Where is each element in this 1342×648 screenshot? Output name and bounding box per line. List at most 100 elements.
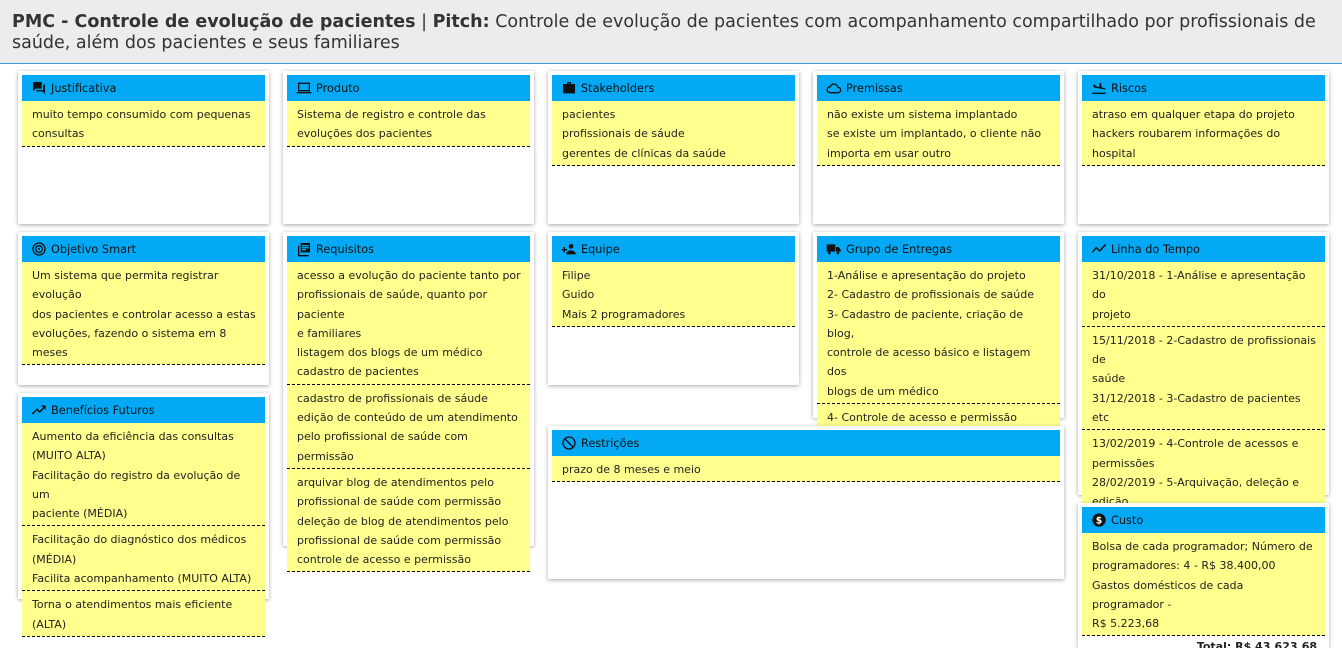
- target-icon: [30, 241, 47, 258]
- beneficios-title-label: Benefícios Futuros: [51, 403, 155, 417]
- note-line: se existe um implantado, o cliente não: [827, 127, 1042, 141]
- justificativa-title-label: Justificativa: [51, 81, 117, 95]
- riscos-title-bar: Riscos: [1082, 75, 1325, 101]
- pitch-label: Pitch:: [432, 12, 490, 32]
- note-line: Um sistema que permita registrar evoluçã…: [32, 269, 219, 302]
- cloud-icon: [825, 80, 842, 97]
- note-line: Mais 2 programadores: [562, 307, 686, 321]
- entregas-title-label: Grupo de Entregas: [846, 242, 952, 256]
- truck-icon: [825, 241, 842, 258]
- note-line: muito tempo consumido com pequenas: [32, 108, 251, 121]
- note-line: controle de acesso e permissão: [297, 553, 471, 567]
- note-line: Facilita acompanhamento (MUITO ALTA): [32, 572, 252, 586]
- requisitos-title-label: Requisitos: [316, 242, 375, 256]
- note-line: evoluções dos pacientes: [297, 127, 433, 141]
- riscos-title-label: Riscos: [1111, 81, 1147, 95]
- note-line: profissionais de sáude: [562, 127, 685, 141]
- timeline-icon: [1090, 241, 1107, 258]
- sticky-note[interactable]: pacientes profissionais de sáude gerentes …: [552, 101, 795, 166]
- note-line: 31/12/2018 - 3-Cadastro de pacientes etc: [1092, 391, 1301, 425]
- note-line: Gastos domésticos de cada programador -: [1092, 578, 1244, 611]
- note-line: atraso em qualquer etapa do projeto: [1092, 108, 1295, 121]
- note-line: 31/10/2018 - 1-Análise e apresentação do: [1092, 269, 1306, 302]
- note-line: cadastro de profissionais de sáude: [297, 391, 488, 405]
- note-line: programadores: 4 - R$ 38.400,00: [1092, 559, 1276, 573]
- project-title: PMC - Controle de evolução de pacientes: [12, 12, 416, 32]
- card-restricoes: Restrições prazo de 8 meses e meio: [548, 426, 1064, 579]
- svg-text:$: $: [1095, 515, 1102, 526]
- note-line: (MUITO ALTA): [32, 449, 106, 463]
- justificativa-title-bar: Justificativa: [22, 75, 265, 101]
- card-grupo-entregas: Grupo de Entregas 1-Análise e apresentaçã…: [813, 232, 1064, 469]
- sticky-note[interactable]: Facilitação do diagnóstico dos médicos(M…: [22, 526, 265, 592]
- sticky-note[interactable]: atraso em qualquer etapa do projeto hacke…: [1082, 101, 1325, 166]
- restricoes-title-label: Restrições: [581, 436, 640, 450]
- block-icon: [560, 435, 577, 452]
- cost-total: Total: R$ 43.623,68: [1196, 640, 1317, 648]
- sticky-note[interactable]: muito tempo consumido com pequenas consul…: [22, 101, 265, 147]
- note-line: pacientes: [562, 108, 616, 121]
- note-line: 15/11/2018 - 2-Cadastro de profissionais…: [1092, 333, 1316, 367]
- note-line: 13/02/2019 - 4-Controle de acessos e: [1092, 437, 1299, 451]
- note-line: permissões: [1092, 456, 1155, 470]
- note-line: deleção de blog de atendimentos pelo: [297, 514, 509, 528]
- note-line: R$ 5.223,68: [1092, 617, 1160, 631]
- card-linha-tempo: Linha do Tempo 31/10/2018 - 1-Análise e a…: [1078, 232, 1329, 573]
- note-line: consultas: [32, 127, 85, 141]
- note-line: listagem dos blogs de um médico: [297, 346, 483, 360]
- premissas-title-label: Premissas: [846, 81, 903, 95]
- stakeholders-title-bar: Stakeholders: [552, 75, 795, 101]
- restricoes-title-bar: Restrições: [552, 430, 1060, 456]
- airplane-landing-icon: [1090, 80, 1107, 97]
- sticky-note[interactable]: Aumento da eficiência das consultas(MUIT…: [22, 423, 265, 527]
- note-line: acesso a evolução do paciente tanto por: [297, 269, 521, 282]
- note-line: Facilitação do registro da evolução de u…: [32, 468, 241, 501]
- note-line: Bolsa de cada programador; Número de: [1092, 540, 1313, 553]
- note-line: Filipe: [562, 269, 591, 282]
- sticky-note[interactable]: Bolsa de cada programador; Número de prog…: [1082, 533, 1325, 637]
- note-line: não existe um sistema implantado: [827, 108, 1018, 121]
- note-line: profissional de saúde com permissão: [297, 533, 502, 547]
- note-line: projeto: [1092, 307, 1131, 321]
- note-line: 4- Controle de acesso e permissão: [827, 411, 1018, 425]
- note-line: 3- Cadastro de paciente, criação de blog…: [827, 307, 1024, 340]
- note-line: pelo profissional de saúde com permissão: [297, 430, 468, 463]
- note-line: Guido: [562, 288, 595, 302]
- sticky-note[interactable]: prazo de 8 meses e meio: [552, 456, 1060, 483]
- list-icon: [295, 241, 312, 258]
- note-line: gerentes de clínicas da saúde: [562, 146, 726, 160]
- note-line: Torna o atendimentos mais eficiente (ALT…: [32, 598, 233, 631]
- note-line: cadastro de pacientes: [297, 365, 419, 379]
- sticky-note[interactable]: Torna o atendimentos mais eficiente (ALT…: [22, 591, 265, 637]
- requisitos-title-bar: Requisitos: [287, 236, 530, 262]
- note-line: e familiares: [297, 326, 362, 340]
- page-header: PMC - Controle de evolução de pacientes …: [0, 0, 1342, 64]
- note-line: importa em usar outro: [827, 146, 952, 160]
- note-line: hackers roubarem informações do hospital: [1092, 127, 1281, 160]
- note-line: saúde: [1092, 372, 1126, 386]
- custo-title-bar: $Custo: [1082, 507, 1325, 533]
- equipe-title-label: Equipe: [581, 242, 620, 256]
- produto-title-label: Produto: [316, 81, 360, 95]
- sticky-note[interactable]: 15/11/2018 - 2-Cadastro de profissionais…: [1082, 326, 1325, 431]
- card-stakeholders: Stakeholders pacientes profissionais de sá…: [548, 71, 799, 224]
- card-justificativa: Justificativa muito tempo consumido com p…: [18, 71, 269, 224]
- objetivo-title-bar: Objetivo Smart: [22, 236, 265, 262]
- linha-title-bar: Linha do Tempo: [1082, 236, 1325, 262]
- sticky-note[interactable]: 31/10/2018 - 1-Análise e apresentação do…: [1082, 262, 1325, 327]
- note-line: (MÉDIA): [32, 552, 77, 566]
- briefcase-icon: [560, 80, 577, 97]
- note-line: paciente (MÉDIA): [32, 507, 128, 521]
- linha-title-label: Linha do Tempo: [1111, 242, 1200, 256]
- sticky-note[interactable]: Um sistema que permita registrar evoluçã…: [22, 262, 265, 366]
- group-add-icon: [560, 241, 577, 258]
- sticky-note[interactable]: não existe um sistema implantado se exist…: [817, 101, 1060, 166]
